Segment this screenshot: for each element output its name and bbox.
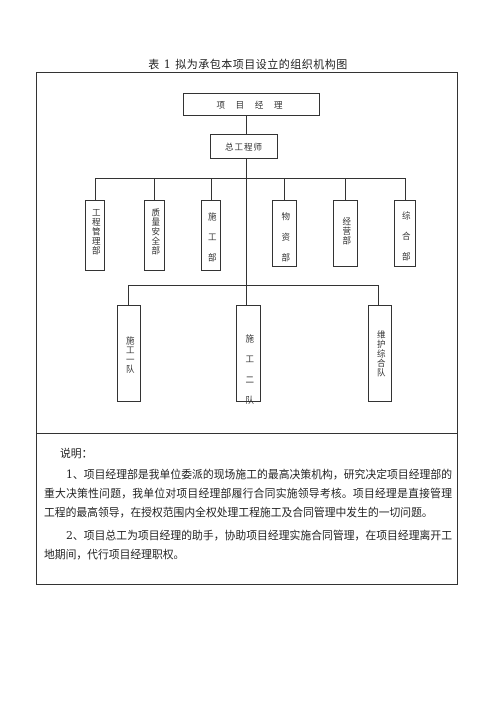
dept-box-construction: 施 工 部 (201, 200, 221, 271)
dept-box-general: 综 合 部 (394, 200, 416, 267)
chief-engineer-box: 总工程师 (210, 134, 278, 159)
dept-box-quality-safety: 质量安全部 (144, 200, 165, 271)
table-divider (36, 433, 458, 434)
project-manager-box: 项 目 经 理 (183, 93, 320, 116)
dept-label-quality-safety: 质量安全部 (149, 208, 160, 256)
chief-engineer-label: 总工程师 (224, 142, 263, 153)
team-bus (128, 285, 379, 286)
dept-label-engineering: 工程管理部 (90, 208, 101, 256)
dept-drop-4 (284, 178, 285, 200)
dept-bus (95, 178, 406, 179)
connector-chief-trunk (246, 159, 247, 305)
notes-title: 说明： (60, 447, 93, 460)
notes-paragraph-2: 2、项目总工为项目经理的助手，协助项目经理实施合同管理，在项目经理离开工地期间，… (44, 529, 452, 561)
dept-label-operations: 经营部 (340, 217, 351, 246)
team-box-3: 维护综合队 (368, 305, 392, 402)
dept-drop-6 (405, 178, 406, 200)
team-label-1: 施工一队 (124, 336, 135, 374)
notes-paragraph-1: 1、项目经理部是我单位委派的现场施工的最高决策机构，研究决定项目经理部的重大决策… (44, 468, 452, 519)
connector-top-chief (246, 116, 247, 134)
dept-drop-1 (95, 178, 96, 200)
dept-label-general: 综 合 部 (400, 211, 411, 262)
dept-label-materials: 物 资 部 (279, 212, 290, 263)
team-box-1: 施工一队 (117, 305, 141, 402)
table-frame (36, 72, 458, 585)
dept-label-construction: 施 工 部 (206, 212, 217, 263)
team-drop-1 (128, 285, 129, 305)
team-label-2: 施 工 二 队 (243, 334, 254, 405)
team-drop-3 (378, 285, 379, 305)
dept-box-engineering: 工程管理部 (85, 200, 105, 271)
dept-drop-2 (154, 178, 155, 200)
project-manager-label: 项 目 经 理 (216, 100, 287, 111)
dept-drop-3 (211, 178, 212, 200)
notes-section: 说明： 1、项目经理部是我单位委派的现场施工的最高决策机构，研究决定项目经理部的… (44, 444, 452, 564)
team-box-2: 施 工 二 队 (236, 305, 261, 405)
dept-box-operations: 经营部 (333, 200, 358, 267)
figure-caption: 表 1 拟为承包本项目设立的组织机构图 (148, 58, 348, 71)
dept-drop-5 (345, 178, 346, 200)
dept-box-materials: 物 资 部 (272, 200, 297, 267)
team-label-3: 维护综合队 (375, 330, 386, 378)
